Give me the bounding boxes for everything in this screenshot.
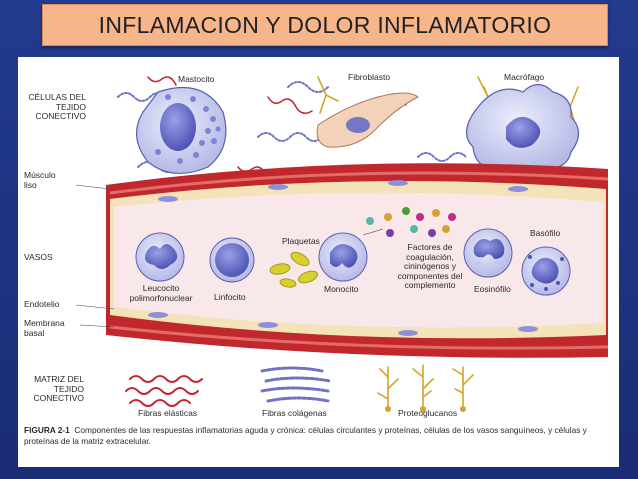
label-fibroblast: Fibroblasto	[348, 72, 391, 82]
label-elastic-fibers: Fibras elásticas	[138, 408, 198, 418]
label-plasma-factors: Factores de coagulación, cininógenos y c…	[397, 242, 463, 290]
mast-cell	[136, 86, 227, 175]
slide-title-box: INFLAMACION Y DOLOR INFLAMATORIO	[42, 4, 608, 46]
platelets	[269, 251, 319, 288]
label-tissue-cells: CÉLULAS DEL TEJIDO CONECTIVO	[28, 92, 86, 121]
neutrophil-cell	[135, 232, 185, 282]
elastic-fibers	[125, 375, 203, 407]
plasma-protein-dots	[366, 207, 456, 237]
basophil-cell	[521, 246, 571, 296]
figure-caption-text: Componentes de las respuestas inflamator…	[24, 425, 587, 446]
label-basophil: Basófilo	[530, 228, 561, 238]
label-platelets: Plaquetas	[282, 236, 320, 246]
label-endothelium: Endotelio	[24, 299, 60, 309]
label-macrophage: Macrófago	[504, 72, 545, 82]
lymphocyte-cell	[209, 237, 255, 283]
label-vessels: VASOS	[24, 252, 53, 262]
label-monocyte: Monocito	[324, 284, 359, 294]
label-basement-membrane: Membrana basal	[24, 318, 65, 338]
label-collagen-fibers: Fibras colágenas	[262, 408, 327, 418]
label-proteoglycans: Proteoglucanos	[398, 408, 458, 418]
macrophage-cell	[466, 83, 580, 174]
slide-title: INFLAMACION Y DOLOR INFLAMATORIO	[98, 11, 552, 38]
collagen-fibers	[260, 366, 332, 403]
figure-number: FIGURA 2-1	[24, 425, 70, 435]
monocyte-cell	[318, 232, 368, 282]
label-neutrophil: Leucocito polimorfonuclear	[129, 283, 193, 303]
inflammation-diagram	[75, 76, 609, 412]
label-eosinophil: Eosinófilo	[474, 284, 511, 294]
proteoglycans	[377, 364, 474, 408]
fibroblast-cell	[316, 92, 419, 148]
eosinophil-cell	[463, 228, 513, 278]
label-mast-cell: Mastocito	[178, 74, 215, 84]
label-matrix: MATRIZ DEL TEJIDO CONECTIVO	[33, 374, 84, 403]
label-smooth-muscle: Músculo liso	[24, 170, 56, 190]
label-lymphocyte: Linfocito	[214, 292, 246, 302]
figure-caption: FIGURA 2-1 Componentes de las respuestas…	[24, 425, 614, 447]
figure-panel: CÉLULAS DEL TEJIDO CONECTIVO Músculo lis…	[18, 57, 619, 467]
